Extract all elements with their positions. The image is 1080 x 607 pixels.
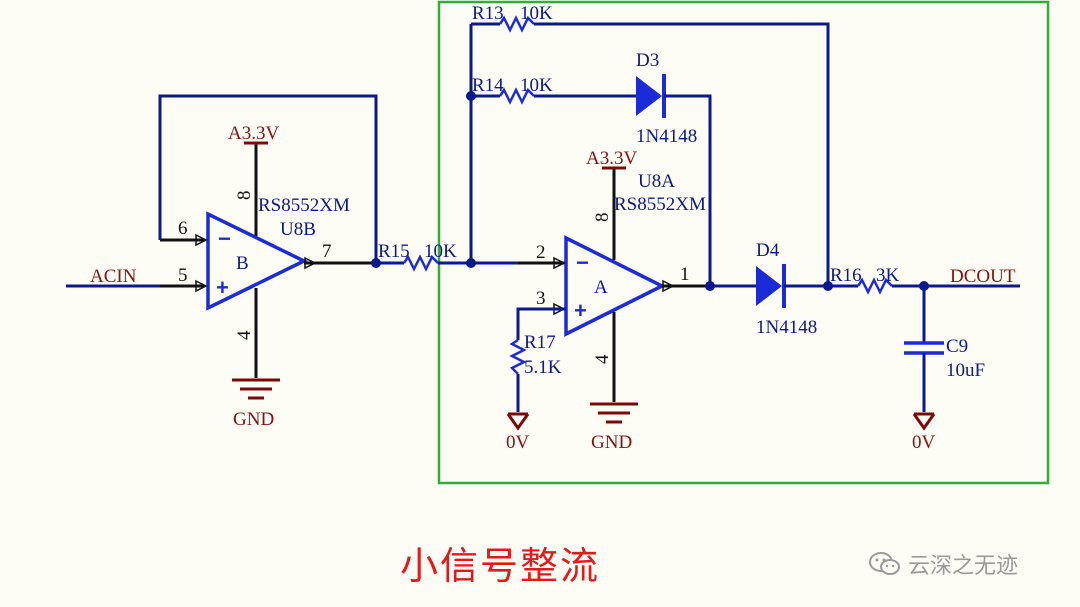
d3-ref: D3 (636, 50, 659, 71)
d4-ref: D4 (756, 240, 780, 261)
c9-value: 10uF (946, 360, 985, 381)
opamp-b-pin-noninv: 5 (178, 265, 188, 286)
opamp-a-pin-vcc: 8 (592, 213, 613, 223)
opamp-a-pin-inv: 2 (536, 242, 546, 263)
opamp-a-minus: − (576, 250, 589, 275)
diagram-caption: 小信号整流 (400, 544, 601, 588)
opamp-b: − + B 6 5 7 8 4 RS8552XM U8B (160, 143, 376, 378)
opamp-a-part: RS8552XM (614, 194, 706, 215)
opamp-b-pin-gnd: 4 (234, 330, 255, 340)
opamp-a-pin-out: 1 (680, 264, 690, 285)
r13-value: 10K (520, 3, 553, 24)
gnd-mid-label: GND (591, 432, 632, 453)
opamp-b-pin-out: 7 (322, 241, 332, 262)
opamp-b-pin-inv: 6 (178, 218, 188, 239)
highlight-box (437, 0, 1050, 485)
opamp-b-ref: U8B (280, 219, 316, 240)
zero-v-left-symbol (506, 412, 530, 431)
supply-left-label: A3.3V (228, 123, 279, 144)
gnd-mid-symbol (590, 402, 638, 424)
r15-value: 10K (424, 241, 457, 262)
opamp-b-minus: − (218, 226, 231, 251)
opamp-a-ref: U8A (638, 171, 675, 192)
wechat-icon (869, 552, 900, 575)
gnd-left-symbol (232, 378, 280, 400)
opamp-a-unit: A (594, 277, 608, 298)
zero-v-left-label: 0V (506, 432, 530, 453)
r17-value: 5.1K (524, 357, 562, 378)
opamp-b-part: RS8552XM (258, 195, 350, 216)
opamp-a-pin-gnd: 4 (592, 354, 613, 364)
opamp-a-pin-noninv: 3 (536, 288, 546, 309)
diode-d3 (636, 74, 666, 118)
zero-v-right-label: 0V (912, 432, 936, 453)
r13-ref: R13 (472, 3, 504, 24)
opamp-b-unit: B (236, 253, 249, 274)
opamp-a-plus: + (574, 298, 587, 323)
r16-value: 3K (876, 265, 900, 286)
diode-d4 (756, 264, 786, 308)
r17-ref: R17 (524, 332, 556, 353)
zero-v-right-symbol (912, 412, 936, 431)
watermark-text: 云深之无迹 (908, 554, 1019, 579)
r14-ref: R14 (472, 75, 504, 96)
r15-ref: R15 (378, 241, 410, 262)
d3-part: 1N4148 (636, 126, 697, 147)
watermark: 云深之无迹 (868, 548, 1018, 580)
d4-part: 1N4148 (756, 317, 817, 338)
opamp-b-plus: + (216, 275, 229, 300)
c9-ref: C9 (946, 336, 968, 357)
gnd-left-label: GND (233, 409, 274, 430)
dcout-label: DCOUT (950, 266, 1016, 287)
opamp-b-pin-vcc: 8 (234, 191, 255, 201)
acin-label: ACIN (90, 266, 137, 287)
r14-value: 10K (520, 75, 553, 96)
supply-mid-label: A3.3V (586, 148, 637, 169)
r16-ref: R16 (830, 265, 862, 286)
